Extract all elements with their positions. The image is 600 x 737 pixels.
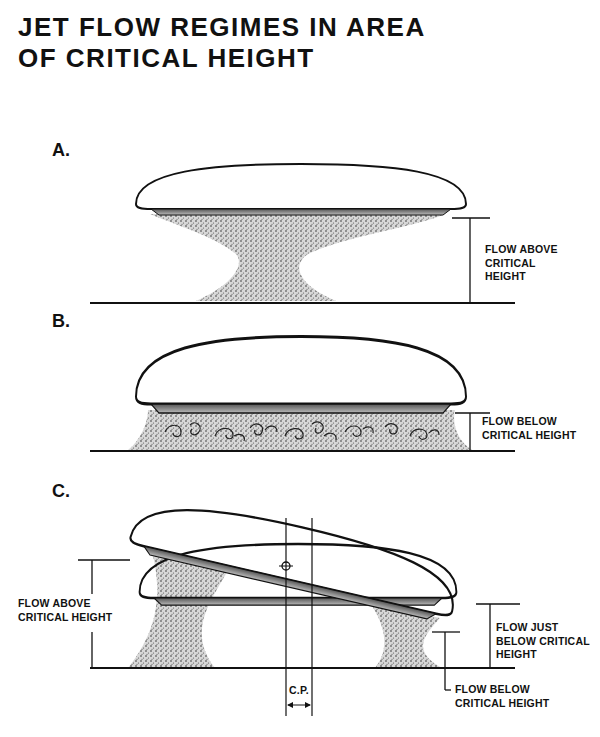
title: JET FLOW REGIMES IN AREA OF CRITICAL HEI…: [18, 12, 438, 74]
dimension-label: C.P.: [286, 684, 312, 698]
centre-line: [285, 518, 286, 716]
regime-label: FLOW ABOVE CRITICAL HEIGHT: [18, 597, 122, 624]
regime-label: FLOW BELOW CRITICAL HEIGHT: [455, 683, 570, 710]
ground-line: [90, 302, 515, 304]
ground-line: [90, 667, 515, 669]
regime-label: FLOW BELOW CRITICAL HEIGHT: [482, 415, 590, 442]
regime-label: FLOW JUST BELOW CRITICAL HEIGHT: [496, 621, 594, 662]
dimension-tick: [455, 412, 490, 413]
panel-b-figure: [90, 337, 515, 452]
swirls: [165, 422, 439, 441]
dimension-tick: [452, 217, 490, 218]
dimension-tick: [432, 631, 460, 632]
dimension-tick: [78, 559, 130, 560]
jet-column: [150, 214, 445, 301]
dimension-line: [91, 560, 92, 594]
saucer: [136, 337, 466, 414]
dimension-line: [489, 604, 490, 668]
panel-a-figure: [90, 164, 515, 303]
dimension-line: [469, 413, 470, 451]
dimension-line: [469, 218, 470, 303]
ground-line: [90, 450, 515, 452]
regime-label: FLOW ABOVE CRITICAL HEIGHT: [485, 243, 573, 284]
leader-line: [445, 689, 451, 690]
panel-c-figure: [78, 490, 520, 716]
saucer: [136, 164, 466, 215]
centre-line: [311, 518, 312, 716]
panel-letter: C.: [52, 481, 92, 503]
dimension-line: [91, 632, 92, 668]
saucer-level: [140, 544, 457, 605]
centre-cross: [279, 566, 293, 567]
arrowhead: [305, 702, 311, 708]
jet-column: [128, 410, 472, 450]
arrowhead: [287, 702, 293, 708]
saucer-tilted: [128, 490, 463, 624]
panel-letter: B.: [52, 311, 92, 333]
dimension-tick: [476, 603, 520, 604]
dimension-line: [444, 632, 445, 690]
panel-letter: A.: [52, 140, 92, 162]
